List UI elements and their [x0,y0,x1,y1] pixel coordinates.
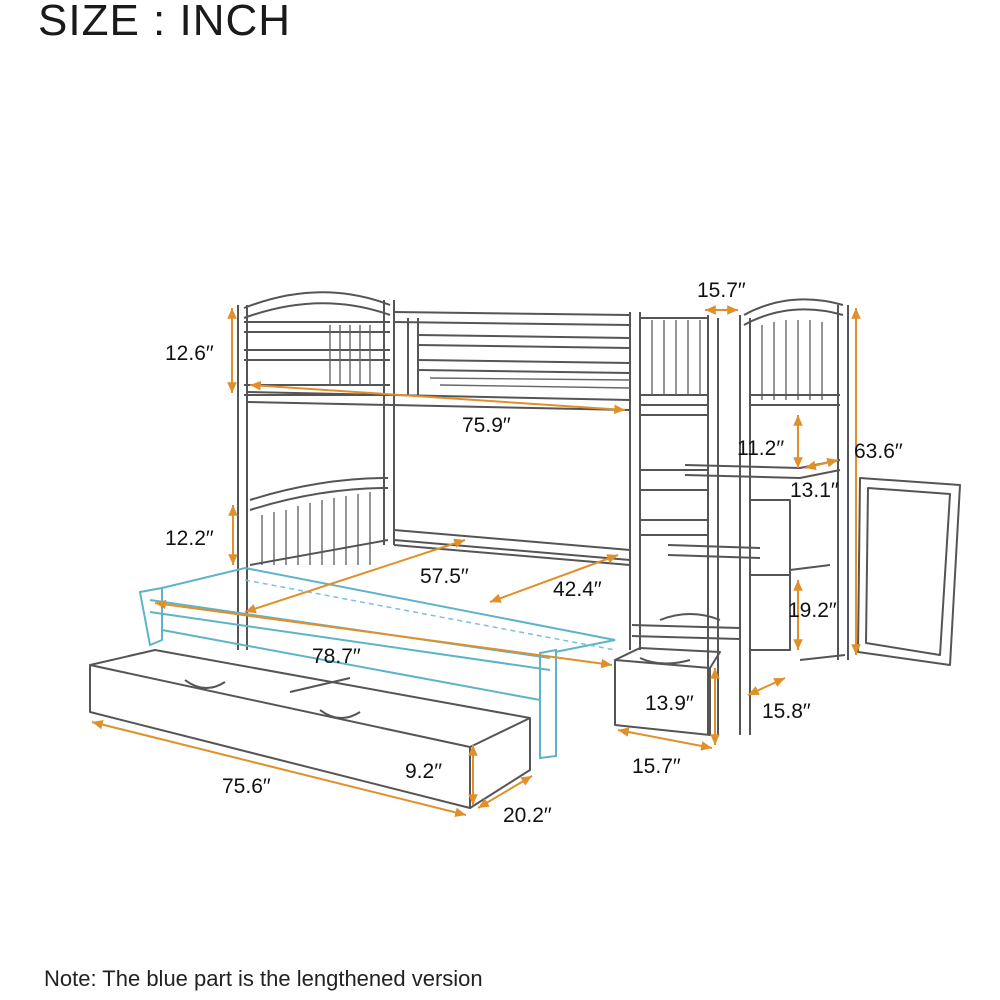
label-top-length: 75.9′′ [462,414,511,437]
label-lengthened-length: 78.7′′ [312,645,361,668]
label-stair-width: 15.7′′ [697,279,746,302]
label-step-depth: 13.1′′ [790,479,839,502]
label-drawer-depth: 20.2′′ [503,804,552,827]
label-drawer-length: 75.6′′ [222,775,271,798]
label-stair-drawer-depth: 15.8′′ [762,700,811,723]
label-drawer-height: 9.2′′ [405,760,442,783]
dimension-labels: 12.6′′ 75.9′′ 15.7′′ 63.6′′ 11.2′′ 13.1′… [165,279,903,827]
label-step-height: 11.2′′ [737,437,784,460]
dimension-lines [91,305,861,818]
label-total-height: 63.6′′ [854,440,903,463]
lengthened-frame [138,566,616,760]
label-stair-section-height: 19.2′′ [788,599,837,622]
underbed-drawers [89,649,531,809]
label-stair-drawer-width: 15.7′′ [632,755,681,778]
side-panel [857,477,961,666]
label-bottom-width-inner: 57.5′′ [420,565,469,588]
label-stair-drawer-height: 13.9′′ [645,692,694,715]
page-title: SIZE : INCH [38,0,292,45]
lower-bunk [249,477,631,566]
label-top-guard-height: 12.6′′ [165,342,214,365]
label-bottom-headboard-height: 12.2′′ [165,527,214,550]
footnote: Note: The blue part is the lengthened ve… [44,966,483,991]
label-bottom-width: 42.4′′ [553,578,602,601]
